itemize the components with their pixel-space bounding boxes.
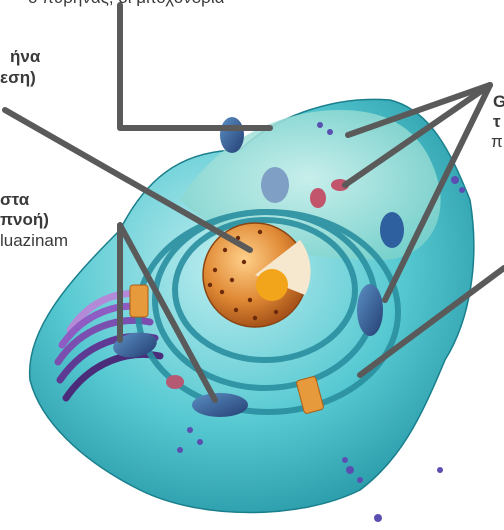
leader-line-top <box>120 5 270 128</box>
mito-label-line1: στα <box>0 190 29 210</box>
nucleus-label-line1: ήνα <box>10 47 40 67</box>
right-label-line3: π <box>491 132 503 152</box>
right-label-line1: G <box>493 92 504 112</box>
mito-label-line2: πνοή) <box>0 210 49 230</box>
top-caption-cut: ο πυρήνας, οι μιτοχόνδρια <box>28 0 224 8</box>
mito-label-line3: luazinam <box>0 231 68 251</box>
nucleus-label-line2: εση) <box>0 68 36 88</box>
right-label-line2: τ <box>493 112 501 132</box>
